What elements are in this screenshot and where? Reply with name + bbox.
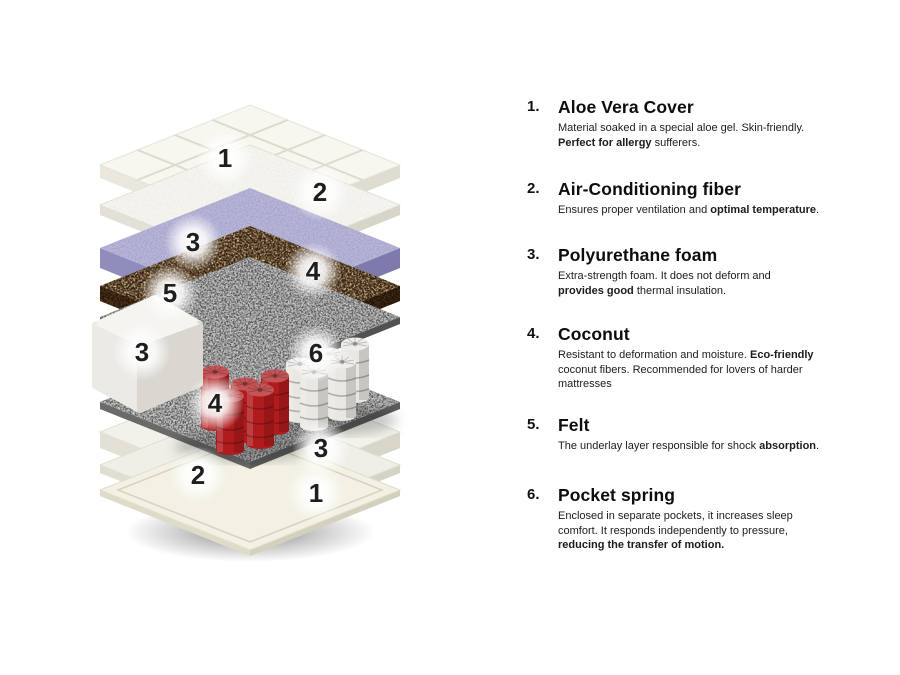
- legend-item-number: 2.: [527, 180, 540, 197]
- legend-item-number: 4.: [527, 325, 540, 342]
- legend-item-description: The underlay layer responsible for shock…: [558, 440, 820, 452]
- legend-item-number: 3.: [527, 246, 540, 263]
- legend-item-number: 5.: [527, 416, 540, 433]
- legend-item-title: Pocket spring: [558, 485, 676, 505]
- legend-item-number: 1.: [527, 98, 540, 115]
- legend-item-description: Material soaked in a special aloe gel. S…: [558, 122, 805, 149]
- legend-item-description: Extra-strength foam. It does not deform …: [558, 270, 771, 297]
- legend-item-number: 6.: [527, 486, 540, 503]
- legend-item-description: Resistant to deformation and moisture. E…: [558, 349, 814, 391]
- legend-item-title: Coconut: [558, 324, 630, 344]
- legend-item-title: Felt: [558, 415, 590, 435]
- legend-item-description: Enclosed in separate pockets, it increas…: [558, 510, 793, 552]
- legend-item-description: Ensures proper ventilation and optimal t…: [558, 204, 820, 216]
- legend-item-title: Air-Conditioning fiber: [558, 179, 742, 199]
- legend-item-title: Aloe Vera Cover: [558, 97, 694, 117]
- legend-item-title: Polyurethane foam: [558, 245, 718, 265]
